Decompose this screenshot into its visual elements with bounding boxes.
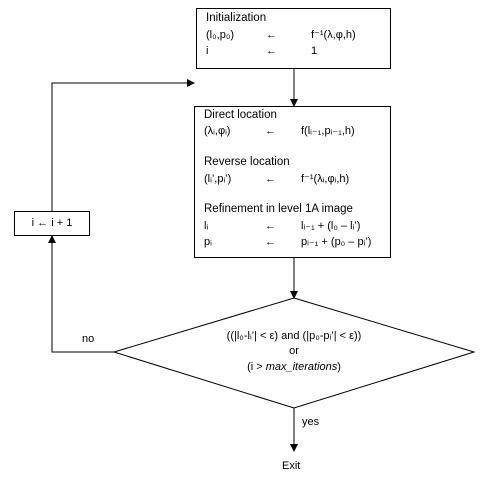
refine-row1-arrow: ← [265, 220, 276, 232]
init-row1-lhs: (l₀,p₀) [206, 29, 235, 41]
exit-label: Exit [282, 460, 301, 472]
increment-label: i ← i + 1 [31, 217, 73, 229]
location-box: Direct location (λᵢ,φᵢ) ← f(lᵢ₋₁,pᵢ₋₁,h)… [194, 106, 391, 258]
direct-row-lhs: (λᵢ,φᵢ) [204, 125, 231, 137]
no-label: no [82, 333, 95, 345]
reverse-row-lhs: (lᵢ’,pᵢ’) [204, 173, 232, 185]
initialization-box: Initialization (l₀,p₀) ← f⁻¹(λ,φ,h) i ← … [196, 8, 391, 69]
initialization-title: Initialization [206, 12, 267, 24]
reverse-row-rhs: f⁻¹(λᵢ,φᵢ,h) [301, 173, 350, 185]
decision-line3-pre: (i > [247, 361, 266, 373]
refine-row2-lhs: pᵢ [204, 236, 212, 248]
decision-line3: (i > max_iterations) [180, 361, 408, 374]
reverse-row-arrow: ← [265, 173, 276, 185]
refine-row1-lhs: lᵢ [204, 220, 209, 232]
init-row1-arrow: ← [266, 29, 277, 41]
init-row1-rhs: f⁻¹(λ,φ,h) [311, 29, 356, 41]
direct-row-rhs: f(lᵢ₋₁,pᵢ₋₁,h) [301, 125, 355, 137]
refinement-title: Refinement in level 1A image [204, 203, 353, 215]
arrow-decision-to-increment [48, 235, 114, 353]
yes-label: yes [302, 416, 320, 428]
max-iterations-label: max_iterations [265, 361, 338, 373]
init-row2-arrow: ← [266, 45, 277, 57]
init-row2-lhs: i [206, 45, 209, 57]
reverse-location-title: Reverse location [204, 156, 290, 168]
increment-box: i ← i + 1 [14, 211, 90, 236]
direct-location-title: Direct location [204, 109, 277, 121]
decision-line1: ((|l₀-lᵢ’| < ε) and (|p₀-pᵢ’| < ε)) [226, 330, 362, 342]
arrow-increment-to-main [51, 79, 195, 211]
decision-line2: or [289, 345, 299, 357]
refine-row1-rhs: lᵢ₋₁ + (l₀ – lᵢ’) [301, 220, 361, 232]
refine-row2-rhs: pᵢ₋₁ + (p₀ – pᵢ’) [301, 236, 372, 248]
refine-row2-arrow: ← [265, 236, 276, 248]
init-row2-rhs: 1 [311, 45, 318, 57]
decision-diamond [112, 297, 476, 409]
decision-line3-post: ) [337, 361, 341, 373]
direct-row-arrow: ← [265, 125, 276, 137]
